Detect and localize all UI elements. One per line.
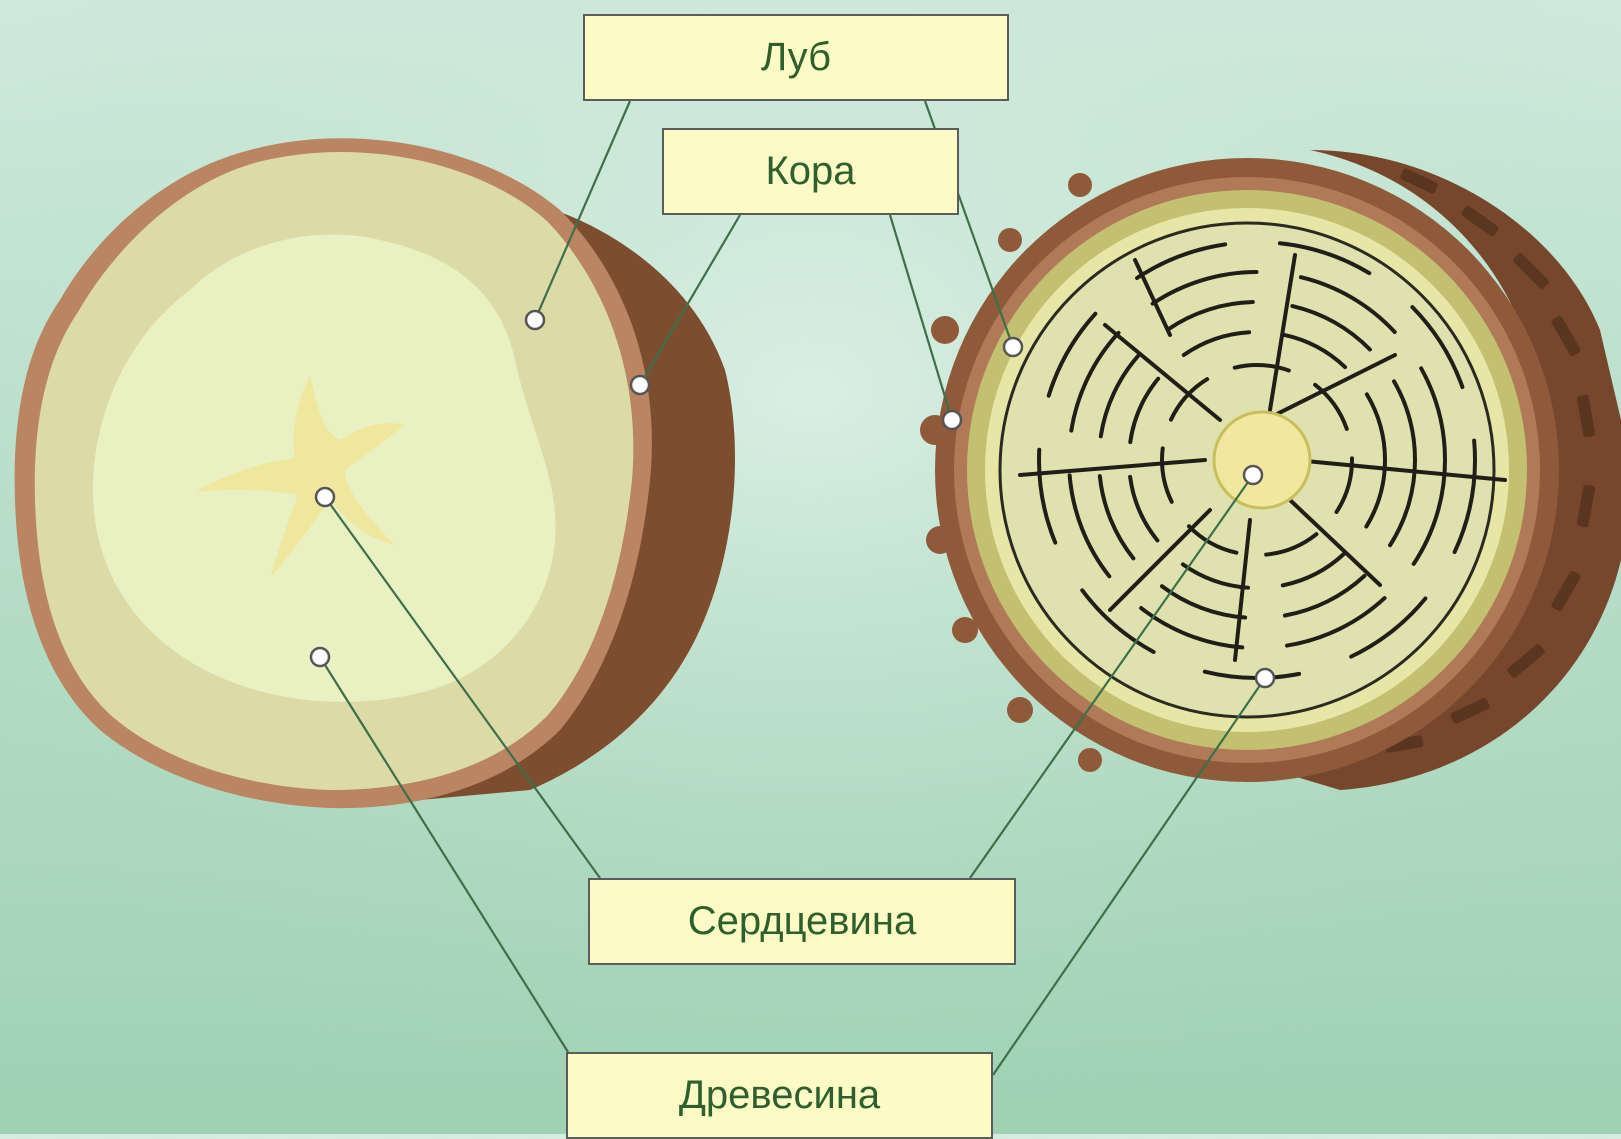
woody-pith bbox=[1214, 412, 1310, 508]
label-drevesina: Древесина bbox=[566, 1052, 993, 1139]
pointer-dot-serdcevina-right bbox=[1244, 466, 1262, 484]
pointer-dot-drevesina-right bbox=[1256, 669, 1274, 687]
pointer-dot-kora-left bbox=[631, 376, 649, 394]
pointer-dot-kora-right bbox=[943, 411, 961, 429]
pointer-dot-serdcevina-left bbox=[316, 488, 334, 506]
label-lub: Луб bbox=[583, 14, 1009, 101]
pointer-dot-drevesina-left bbox=[311, 648, 329, 666]
pointer-dot-lub-right bbox=[1004, 338, 1022, 356]
label-kora: Кора bbox=[662, 128, 959, 215]
label-serdcevina: Сердцевина bbox=[588, 878, 1016, 965]
pointer-dot-lub-left bbox=[526, 311, 544, 329]
